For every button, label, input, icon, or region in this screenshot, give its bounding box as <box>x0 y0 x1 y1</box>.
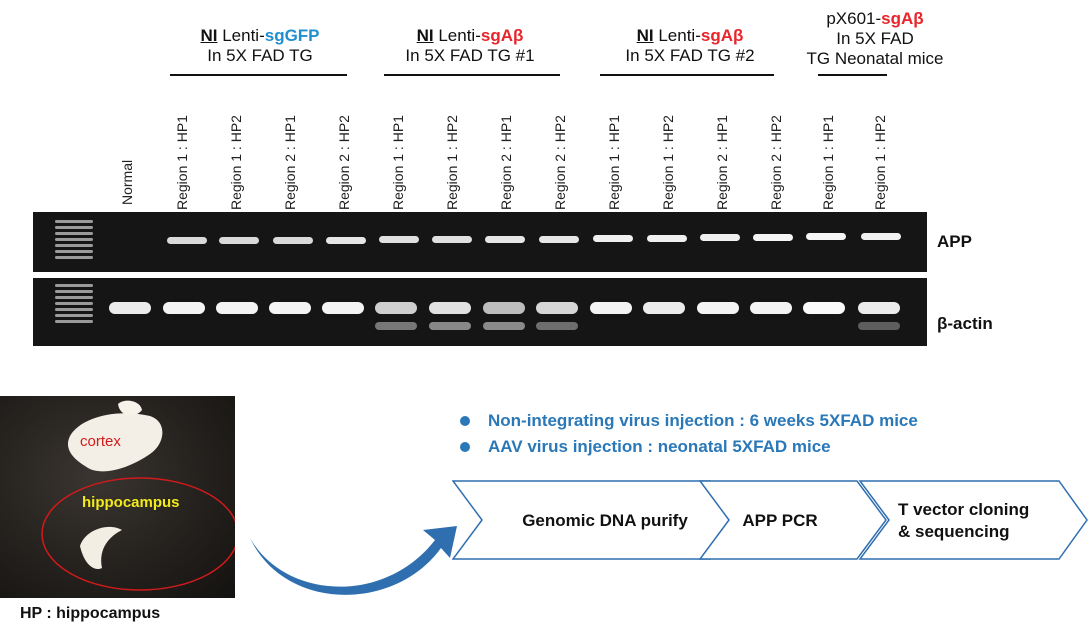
bullet-icon <box>460 442 470 452</box>
ladder-band <box>55 250 93 253</box>
group-header-1: NI Lenti-sgGFP In 5X FAD TG <box>200 26 320 65</box>
cortex-label: cortex <box>80 433 121 450</box>
group-bracket-1 <box>170 74 347 76</box>
process-flow <box>452 480 1088 560</box>
group-header-4: pX601-sgAβ In 5X FAD TG Neonatal mice <box>806 9 944 68</box>
gel-band <box>375 302 417 314</box>
step-t-vector: T vector cloning & sequencing <box>898 499 1058 543</box>
gel-band <box>109 302 151 314</box>
ladder-band <box>55 308 93 311</box>
ladder-band <box>55 320 93 323</box>
ladder-band <box>55 290 93 293</box>
gel-band <box>429 322 471 330</box>
ladder-band <box>55 232 93 235</box>
gel-band <box>590 302 632 314</box>
group-bracket-3 <box>600 74 774 76</box>
gel-band <box>536 302 578 314</box>
group-header-2: NI Lenti-sgAβ In 5X FAD TG #1 <box>405 26 535 65</box>
gel-band <box>536 322 578 330</box>
group-header-3: NI Lenti-sgAβ In 5X FAD TG #2 <box>625 26 755 65</box>
gel-band <box>643 302 685 314</box>
gel-band <box>700 234 740 241</box>
ladder-band <box>55 220 93 223</box>
gel-band <box>432 236 472 243</box>
group-bracket-2 <box>384 74 560 76</box>
gel-band <box>216 302 258 314</box>
step-t-vector-line2: & sequencing <box>898 522 1010 541</box>
gel-band <box>647 235 687 242</box>
app-gel-image <box>33 212 927 272</box>
actin-label: β-actin <box>937 314 993 333</box>
ladder-band <box>55 314 93 317</box>
bullet-item: AAV virus injection : neonatal 5XFAD mic… <box>460 434 918 460</box>
curved-arrow-icon <box>250 526 457 595</box>
gel-band <box>269 302 311 314</box>
gel-band <box>803 302 845 314</box>
hp-caption: HP : hippocampus <box>20 605 161 622</box>
gel-band <box>593 235 633 242</box>
bullet-item: Non-integrating virus injection : 6 week… <box>460 408 918 434</box>
gel-band <box>219 237 259 244</box>
gel-band <box>483 302 525 314</box>
gel-band <box>429 302 471 314</box>
bullet-list: Non-integrating virus injection : 6 week… <box>460 408 918 460</box>
gel-band <box>697 302 739 314</box>
gel-band <box>273 237 313 244</box>
gel-band <box>806 233 846 240</box>
tissue-photo: cortex hippocampus <box>0 396 239 598</box>
ladder-band <box>55 256 93 259</box>
app-label: APP <box>937 232 972 251</box>
gel-band <box>485 236 525 243</box>
step-t-vector-line1: T vector cloning <box>898 500 1030 519</box>
ladder-band <box>55 302 93 305</box>
gel-band <box>539 236 579 243</box>
actin-gel-image <box>33 278 927 346</box>
bullet-icon <box>460 416 470 426</box>
gel-band <box>861 233 901 240</box>
ladder-band <box>55 238 93 241</box>
ladder-band <box>55 244 93 247</box>
ladder-band <box>55 226 93 229</box>
gel-band <box>858 322 900 330</box>
gel-band <box>375 322 417 330</box>
ladder-band <box>55 296 93 299</box>
gel-band <box>753 234 793 241</box>
hippocampus-label: hippocampus <box>82 494 180 511</box>
step-genomic-dna: Genomic DNA purify <box>522 511 688 530</box>
gel-band <box>167 237 207 244</box>
ladder-band <box>55 284 93 287</box>
tissue-shapes <box>41 400 239 591</box>
gel-band <box>379 236 419 243</box>
gel-band <box>163 302 205 314</box>
gel-band <box>326 237 366 244</box>
gel-band <box>483 322 525 330</box>
gel-band <box>858 302 900 314</box>
gel-band <box>750 302 792 314</box>
group-bracket-4 <box>818 74 887 76</box>
gel-band <box>322 302 364 314</box>
step-app-pcr: APP PCR <box>742 511 818 530</box>
